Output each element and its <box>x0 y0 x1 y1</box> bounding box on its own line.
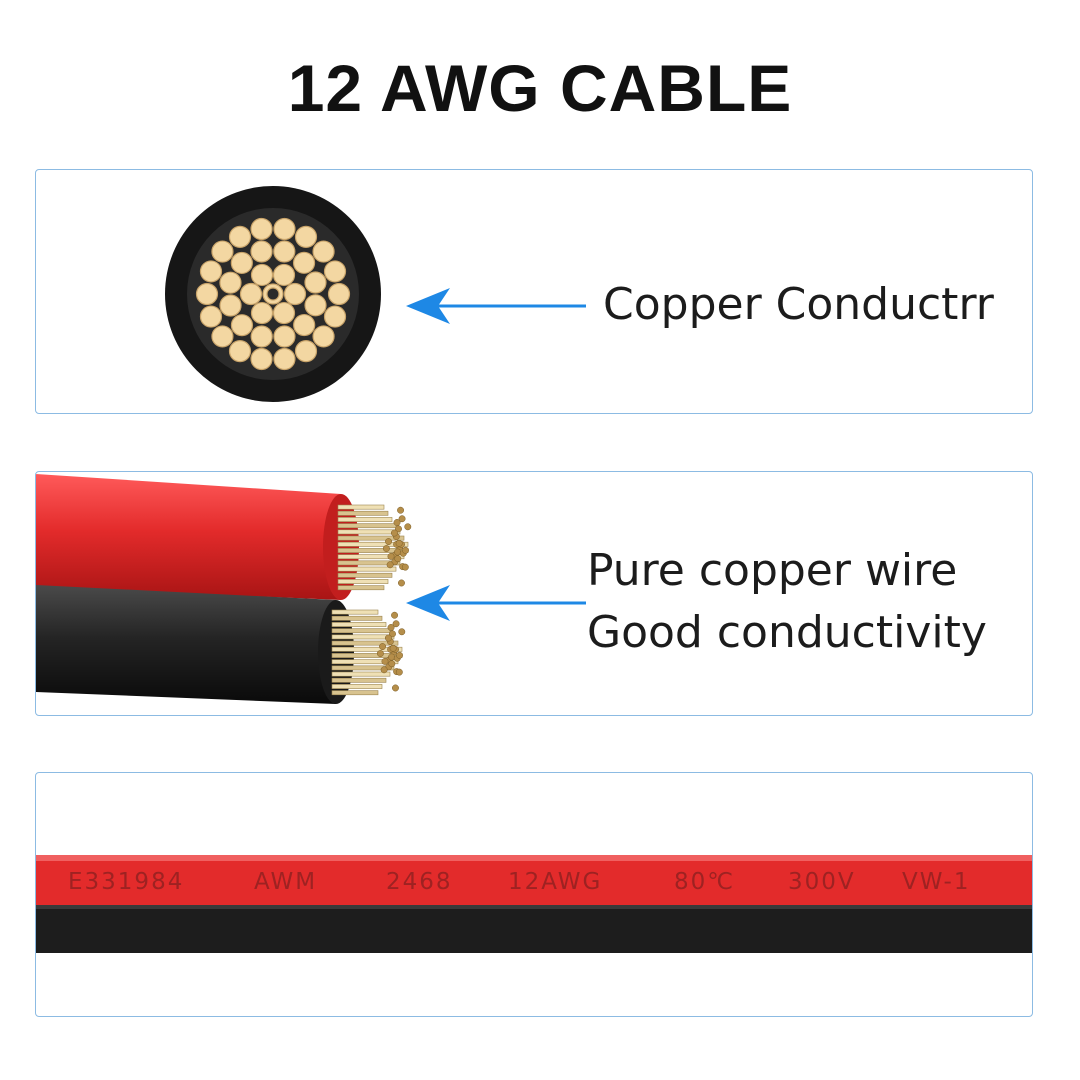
cable-print-panel: E331984 AWM 2468 12AWG 80℃ 300V VW-1 <box>35 772 1033 1017</box>
red-insulation <box>36 855 1032 905</box>
arrow-left-icon <box>406 288 586 324</box>
cross-section-panel: Copper Conductrr <box>35 169 1033 414</box>
cable-marking: 12AWG <box>508 869 602 895</box>
black-insulation <box>36 905 1032 953</box>
cable-marking: 300V <box>788 869 856 895</box>
cable-marking: 80℃ <box>674 869 735 895</box>
arrow-left-icon <box>406 585 586 621</box>
cable-marking: AWM <box>254 869 317 895</box>
cable-marking: VW-1 <box>902 869 970 895</box>
cable-cross-section-icon <box>165 186 381 402</box>
wire-description: Pure copper wire Good conductivity <box>587 540 987 664</box>
copper-conductor-label: Copper Conductrr <box>603 279 994 330</box>
wire-ends-panel: Pure copper wire Good conductivity <box>35 471 1033 716</box>
wire-description-line2: Good conductivity <box>587 607 987 658</box>
wire-description-line1: Pure copper wire <box>587 545 958 596</box>
stripped-wire-icon <box>36 474 412 704</box>
cable-side-view: E331984 AWM 2468 12AWG 80℃ 300V VW-1 <box>36 855 1032 953</box>
cable-marking: 2468 <box>386 869 453 895</box>
cable-marking: E331984 <box>68 869 184 895</box>
page-title: 12 AWG CABLE <box>287 51 793 125</box>
